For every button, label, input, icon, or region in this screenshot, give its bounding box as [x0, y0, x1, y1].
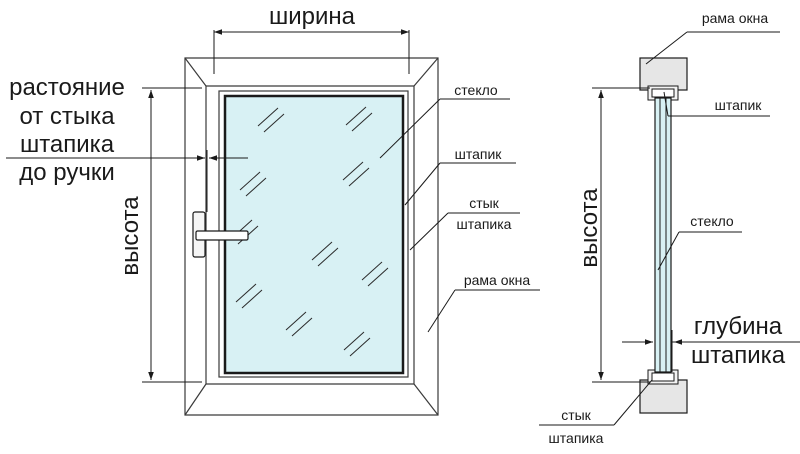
section-callout-frame: рама окна — [645, 10, 780, 65]
glass-label: стекло — [454, 82, 498, 98]
section-frame-label: рама окна — [702, 10, 769, 26]
handle-distance-line-2: от стыка — [19, 103, 115, 130]
height-dimension-section: высота — [576, 87, 650, 383]
callout-bead-joint: стык штапика — [409, 195, 520, 251]
handle-distance-line-3: штапика — [20, 131, 115, 158]
section-frame-bottom — [639, 379, 688, 414]
width-dimension: ширина — [213, 3, 410, 74]
callout-frame: рама окна — [427, 272, 540, 333]
bead-joint-label-1: стык — [469, 195, 499, 211]
section-callout-glass: стекло — [657, 213, 742, 271]
window-section-view — [639, 57, 688, 414]
glass-reflections — [231, 106, 389, 357]
bead-label: штапик — [455, 146, 503, 162]
callout-glass: стекло — [379, 82, 510, 159]
section-bead-joint-label-1: стык — [561, 407, 591, 423]
bead-depth-line-1: глубина — [694, 313, 783, 340]
bead-depth-line-2: штапика — [691, 342, 786, 369]
height-label-front: высота — [117, 196, 144, 276]
section-bead-label: штапик — [715, 97, 763, 113]
window-front-view — [184, 57, 439, 416]
window-handle — [192, 211, 249, 258]
frame-label: рама окна — [464, 272, 531, 288]
section-glass-label: стекло — [690, 213, 734, 229]
handle-distance-dimension: растояние от стыка штапика до ручки — [6, 74, 248, 186]
section-glass — [654, 97, 672, 373]
bead-joint-label-2: штапика — [457, 216, 512, 232]
section-frame-top — [639, 57, 688, 91]
height-label-section: высота — [576, 188, 603, 268]
section-callout-bead: штапик — [663, 91, 770, 117]
glass-pane — [223, 94, 405, 375]
callout-bead: штапик — [404, 146, 516, 206]
bead-depth-dimension: глубина штапика — [622, 313, 800, 372]
width-label: ширина — [269, 3, 356, 30]
height-dimension-front: высота — [117, 87, 202, 383]
section-callout-bead-joint: стык штапика — [539, 379, 653, 446]
handle-distance-line-1: растояние — [9, 74, 125, 101]
section-bead-joint-label-2: штапика — [549, 430, 604, 446]
handle-distance-line-4: до ручки — [19, 159, 115, 186]
